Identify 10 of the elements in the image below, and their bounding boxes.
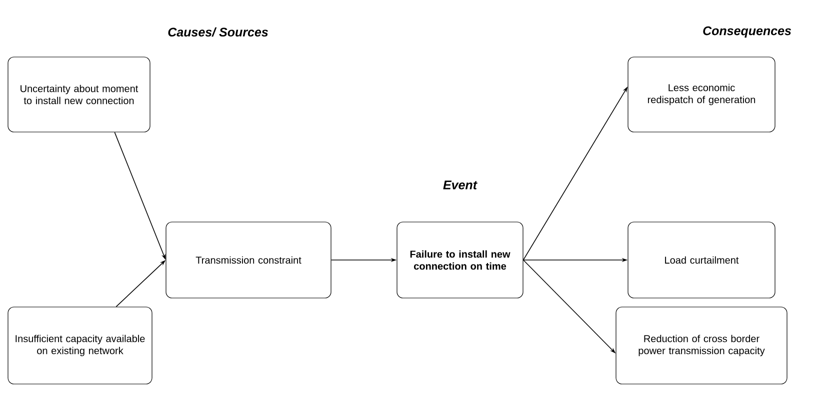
process-box: Insufficient capacity available on existing network xyxy=(8,306,152,384)
heading: Event xyxy=(443,180,478,190)
process-box: Less economic redispatch of generation xyxy=(628,56,776,132)
heading: Causes/ Sources xyxy=(168,27,268,37)
process-box: Reduction of cross border power transmission capacity xyxy=(616,306,788,384)
process-box: Transmission constraint xyxy=(166,222,332,298)
process-box: Load curtailment xyxy=(628,222,776,298)
process-box: Uncertainty about moment to install new connection xyxy=(8,56,150,132)
heading: Consequences xyxy=(703,26,792,38)
event-box: Failure to install new connection on time xyxy=(396,222,524,298)
